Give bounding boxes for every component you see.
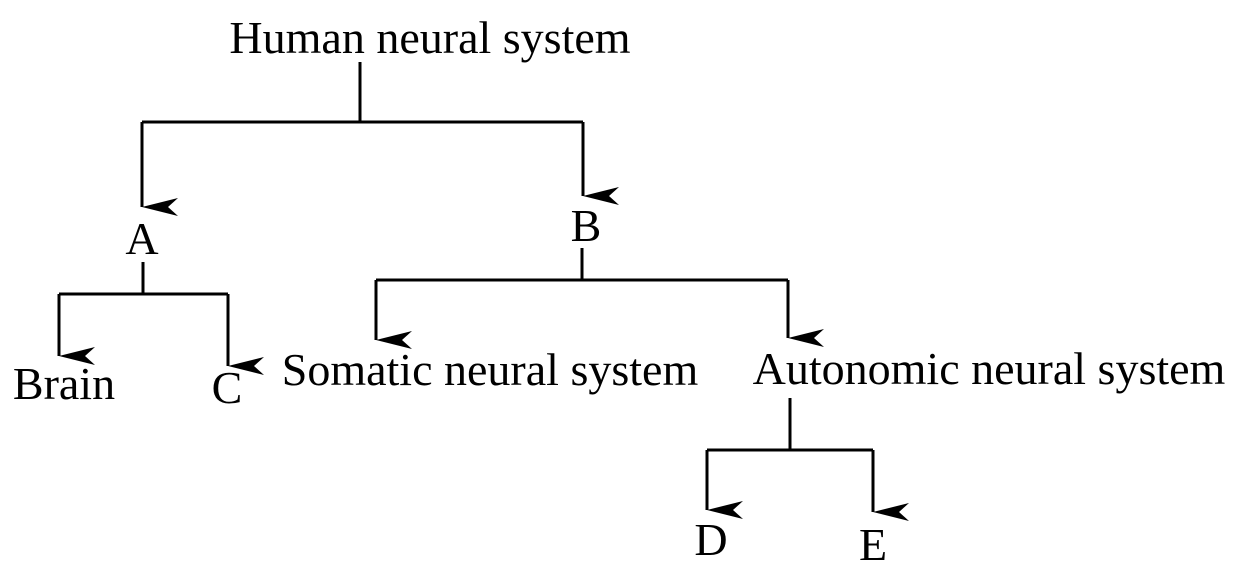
b-connector: [376, 248, 788, 282]
root-connector: [142, 62, 583, 124]
node-a: A: [125, 213, 158, 264]
a-connector: [59, 262, 228, 296]
node-autonomic: Autonomic neural system: [753, 343, 1226, 394]
node-somatic: Somatic neural system: [282, 344, 699, 395]
node-e: E: [859, 519, 887, 570]
node-brain: Brain: [13, 358, 115, 409]
autonomic-connector: [707, 398, 873, 452]
node-b: B: [571, 200, 602, 251]
node-c: C: [212, 362, 243, 413]
node-root: Human neural system: [229, 12, 630, 63]
node-d: D: [694, 514, 727, 565]
